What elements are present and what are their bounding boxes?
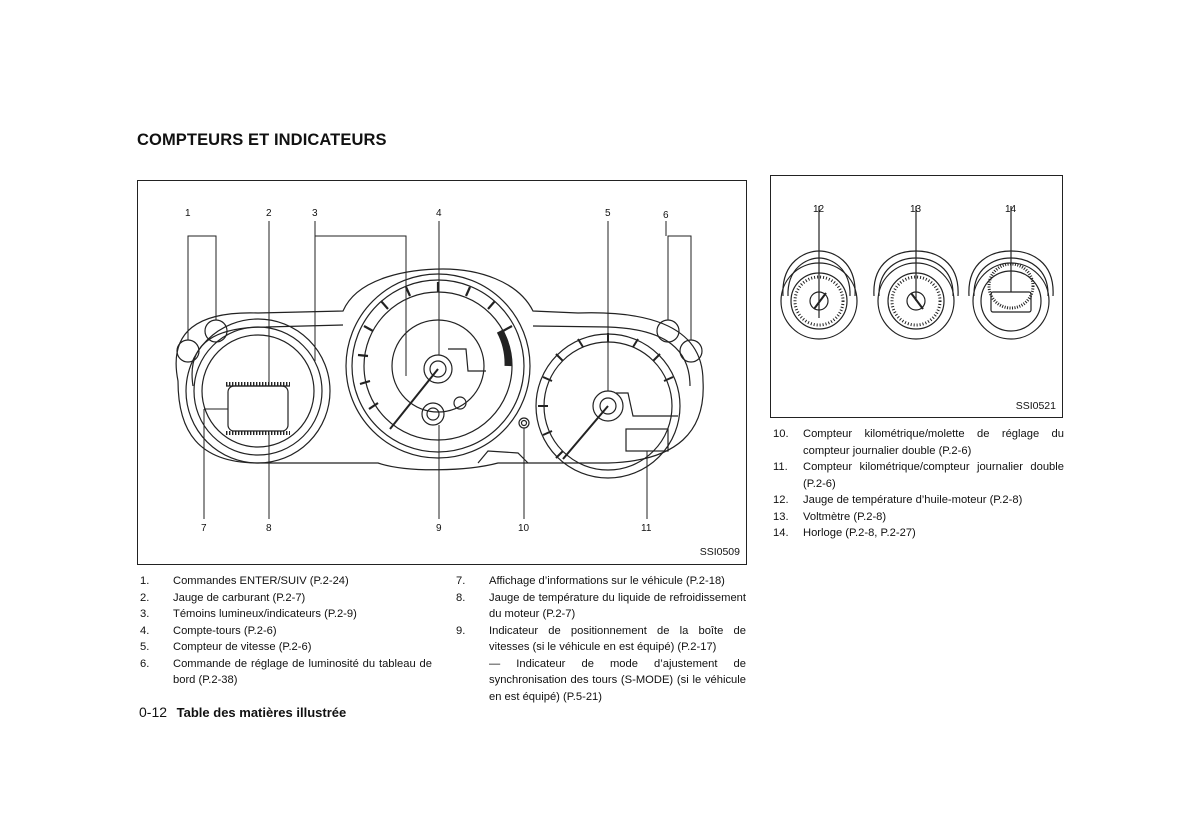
item-number: 4. xyxy=(140,624,150,637)
list-item: 2. Jauge de carburant (P.2-7) xyxy=(140,590,432,607)
list-item: 6. Commande de réglage de luminosité du t… xyxy=(140,656,432,689)
item-number: 12. xyxy=(773,494,789,506)
item-number: 1. xyxy=(140,575,150,587)
callout-2: 2 xyxy=(266,208,272,219)
list-item: 14. Horloge (P.2-8, P.2-27) xyxy=(773,525,1064,542)
item-number: 11. xyxy=(773,461,788,473)
figure-code: SSI0521 xyxy=(1015,400,1056,412)
list-item: 5. Compteur de vitesse (P.2-6) xyxy=(140,639,432,656)
item-text: Compteur de vitesse (P.2-6) xyxy=(173,641,312,653)
instrument-cluster-figure: 1 2 3 4 5 6 7 8 9 10 11 SSI0509 xyxy=(137,180,747,565)
figure-code: SSI0509 xyxy=(699,546,740,558)
item-text: Indicateur de positionnement de la boîte… xyxy=(489,624,746,654)
item-text: Jauge de carburant (P.2-7) xyxy=(173,591,306,604)
callout-7: 7 xyxy=(201,523,207,534)
callout-6: 6 xyxy=(663,210,669,221)
item-text: Témoins lumineux/indicateurs (P.2-9) xyxy=(173,608,357,620)
list-item: 4. Compte-tours (P.2-6) xyxy=(140,623,432,640)
item-number: 7. xyxy=(456,575,466,587)
item-number: 8. xyxy=(456,591,466,604)
callout-11: 11 xyxy=(641,523,652,534)
item-number: 14. xyxy=(773,527,789,539)
item-text: Commandes ENTER/SUIV (P.2-24) xyxy=(173,575,349,587)
item-text: Voltmètre (P.2-8) xyxy=(803,510,887,523)
instrument-cluster-illustration: 1 2 3 4 5 6 7 8 9 10 11 xyxy=(175,208,704,534)
page-footer: 0-12 Table des matières illustrée xyxy=(139,704,346,720)
callout-12: 12 xyxy=(813,204,825,215)
callout-4: 4 xyxy=(436,208,442,219)
list-item: 9. Indicateur de positionnement de la boî… xyxy=(456,623,746,706)
list-item: 12. Jauge de température d’huile-moteur (… xyxy=(773,492,1064,509)
item-number: 9. xyxy=(456,624,466,637)
item-number: 3. xyxy=(140,608,150,620)
callout-9: 9 xyxy=(436,523,442,534)
section-title: Table des matières illustrée xyxy=(176,705,347,720)
list-item: 10. Compteur kilométrique/molette de régl… xyxy=(773,426,1064,459)
auxiliary-gauges-illustration: 12 13 14 xyxy=(780,204,1054,340)
item-number: 6. xyxy=(140,657,150,670)
item-text: Affichage d’informations sur le véhicule… xyxy=(489,575,725,587)
list-item: 8. Jauge de température du liquide de ref… xyxy=(456,590,746,623)
list-item: 7. Affichage d’informations sur le véhicu… xyxy=(456,573,746,590)
item-number: 5. xyxy=(140,641,150,653)
item-text: Compte-tours (P.2-6) xyxy=(173,624,277,637)
callout-14: 14 xyxy=(1005,204,1017,215)
callout-10: 10 xyxy=(518,523,530,534)
item-number: 13. xyxy=(773,510,789,523)
callout-3: 3 xyxy=(312,208,318,219)
item-text: Commande de réglage de luminosité du tab… xyxy=(173,657,432,687)
item-number: 2. xyxy=(140,591,150,604)
page-number: 0-12 xyxy=(139,704,168,720)
item-text: Compteur kilométrique/molette de réglage… xyxy=(803,428,1064,457)
callout-8: 8 xyxy=(266,523,272,534)
item-text: Jauge de température du liquide de refro… xyxy=(489,591,746,621)
callout-5: 5 xyxy=(605,208,611,219)
legend-list-left: 1. Commandes ENTER/SUIV (P.2-24) 2. Jauge … xyxy=(140,573,432,689)
item-extra-text: — Indicateur de mode d’ajustement de syn… xyxy=(489,657,746,703)
list-item: 1. Commandes ENTER/SUIV (P.2-24) xyxy=(140,573,432,590)
page-title: COMPTEURS ET INDICATEURS xyxy=(137,131,387,149)
callout-1: 1 xyxy=(185,208,191,219)
list-item: 3. Témoins lumineux/indicateurs (P.2-9) xyxy=(140,606,432,623)
item-text: Horloge (P.2-8, P.2-27) xyxy=(803,527,916,539)
list-item: 11. Compteur kilométrique/compteur journa… xyxy=(773,459,1064,492)
list-item: 13. Voltmètre (P.2-8) xyxy=(773,509,1064,526)
callout-13: 13 xyxy=(910,204,922,215)
legend-list-middle: 7. Affichage d’informations sur le véhicu… xyxy=(456,573,746,705)
item-number: 10. xyxy=(773,428,789,440)
item-text: Compteur kilométrique/compteur journalie… xyxy=(803,461,1064,490)
item-text: Jauge de température d’huile-moteur (P.2… xyxy=(803,494,1023,506)
legend-list-right: 10. Compteur kilométrique/molette de régl… xyxy=(773,426,1064,542)
auxiliary-gauges-figure: 12 13 14 SSI0521 xyxy=(770,175,1063,418)
